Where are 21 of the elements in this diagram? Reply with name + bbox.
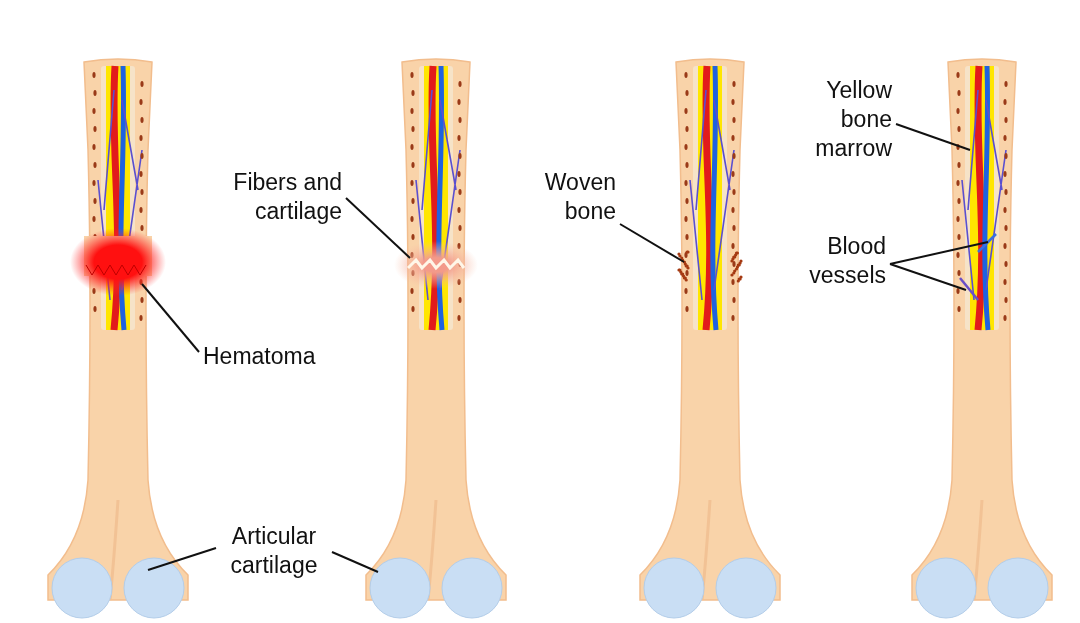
woven-bone-spots	[677, 250, 743, 283]
leader-line	[141, 283, 200, 353]
articular-cartilage	[369, 557, 431, 619]
callout-label: Woven bone	[543, 168, 616, 226]
blood-vessel	[977, 233, 997, 253]
callout-label: Articular cartilage	[229, 522, 319, 580]
callout-label: Hematoma	[203, 342, 317, 371]
callout-label: Yellow bone marrow	[814, 76, 892, 163]
callout-label: Blood vessels	[808, 232, 886, 290]
leader-line	[147, 547, 217, 571]
articular-cartilage	[123, 557, 185, 619]
leader-line	[619, 223, 685, 263]
fracture-fibers	[394, 241, 478, 289]
leader-line	[895, 123, 971, 151]
leader-line	[889, 241, 989, 265]
leader-line	[345, 197, 411, 259]
callout-label: Fibers and cartilage	[232, 168, 342, 226]
leader-line	[331, 551, 379, 573]
leader-line	[889, 263, 967, 291]
blood-vessel	[959, 277, 979, 301]
hematoma-clot	[70, 228, 166, 296]
